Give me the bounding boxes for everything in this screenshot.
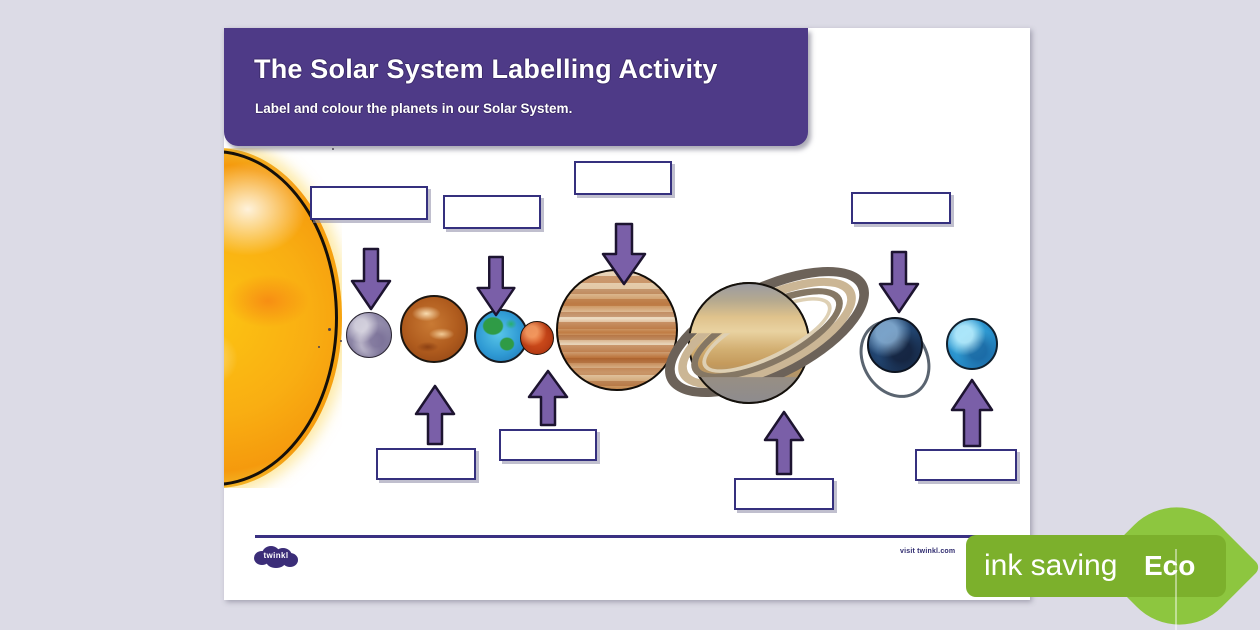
label-box-jupiter[interactable] xyxy=(574,161,672,195)
eco-pill-background xyxy=(966,535,1226,597)
label-box-mars[interactable] xyxy=(499,429,597,461)
speck-decoration xyxy=(340,340,342,342)
arrow-up-venus xyxy=(414,384,456,446)
planet-venus xyxy=(400,295,468,363)
label-box-saturn[interactable] xyxy=(734,478,834,510)
worksheet-header-banner: The Solar System Labelling Activity Labe… xyxy=(224,28,808,146)
speck-decoration xyxy=(328,328,331,331)
label-box-uranus[interactable] xyxy=(851,192,951,224)
planet-mercury xyxy=(346,312,392,358)
planet-mars xyxy=(520,321,554,355)
logo-blob xyxy=(282,553,298,567)
arrow-down-jupiter xyxy=(601,222,647,286)
speck-decoration xyxy=(318,346,320,348)
label-box-venus[interactable] xyxy=(376,448,476,480)
footer-divider xyxy=(255,535,1000,538)
arrow-down-uranus xyxy=(878,250,920,314)
arrow-up-neptune xyxy=(950,378,994,448)
planet-saturn xyxy=(646,240,888,446)
arrow-up-saturn xyxy=(763,410,805,476)
leaf-stem xyxy=(1175,549,1177,630)
twinkl-wordmark: twinkl xyxy=(263,551,289,560)
eco-badge-main-text: ink saving xyxy=(984,549,1118,582)
logo-blob xyxy=(266,554,286,568)
planet-neptune xyxy=(946,318,998,370)
label-box-earth[interactable] xyxy=(443,195,541,229)
label-box-mercury[interactable] xyxy=(310,186,428,220)
speck-decoration xyxy=(332,148,334,150)
uranus-body xyxy=(867,317,923,373)
page-subtitle: Label and colour the planets in our Sola… xyxy=(255,101,573,116)
label-box-neptune[interactable] xyxy=(915,449,1017,481)
ink-saving-eco-badge: ink saving Eco xyxy=(966,482,1260,630)
visit-url-text: visit twinkl.com xyxy=(900,548,956,555)
page-title: The Solar System Labelling Activity xyxy=(254,54,718,84)
arrow-up-mars xyxy=(527,369,569,427)
twinkl-logo[interactable]: twinkl xyxy=(252,545,300,569)
planet-earth xyxy=(474,309,528,363)
arrow-down-mercury xyxy=(350,247,392,311)
planet-uranus xyxy=(845,306,945,412)
eco-badge-eco-text: Eco xyxy=(1144,550,1196,581)
arrow-down-earth xyxy=(475,255,517,317)
